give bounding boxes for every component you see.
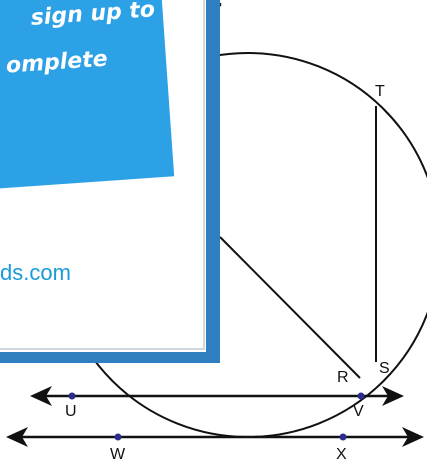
- point-u: [68, 392, 76, 400]
- promo-card: sign up to omplete: [0, 0, 175, 190]
- promo-inner: sign up to omplete ds.com: [0, 0, 205, 350]
- arrowhead-wx-right: [402, 427, 424, 447]
- point-w: [114, 433, 122, 441]
- arrowhead-uv-right: [382, 386, 404, 406]
- promo-link[interactable]: ds.com: [0, 260, 71, 285]
- label-r: R: [337, 369, 349, 386]
- label-top-fragment: ': [219, 1, 223, 18]
- label-s: S: [379, 360, 390, 377]
- label-t: T: [375, 83, 385, 100]
- label-x: X: [336, 446, 347, 463]
- label-v: V: [353, 403, 364, 420]
- point-x: [339, 433, 347, 441]
- promo-line-1: sign up to: [29, 0, 156, 31]
- label-u: U: [65, 403, 77, 420]
- label-w: W: [110, 446, 126, 463]
- promo-line-2: omplete: [5, 46, 109, 79]
- arrowhead-uv-left: [30, 386, 52, 406]
- arrowhead-wx-left: [6, 427, 28, 447]
- chord-to-r: [219, 236, 361, 379]
- point-v: [357, 392, 365, 400]
- promo-panel: sign up to omplete ds.com: [0, 0, 206, 352]
